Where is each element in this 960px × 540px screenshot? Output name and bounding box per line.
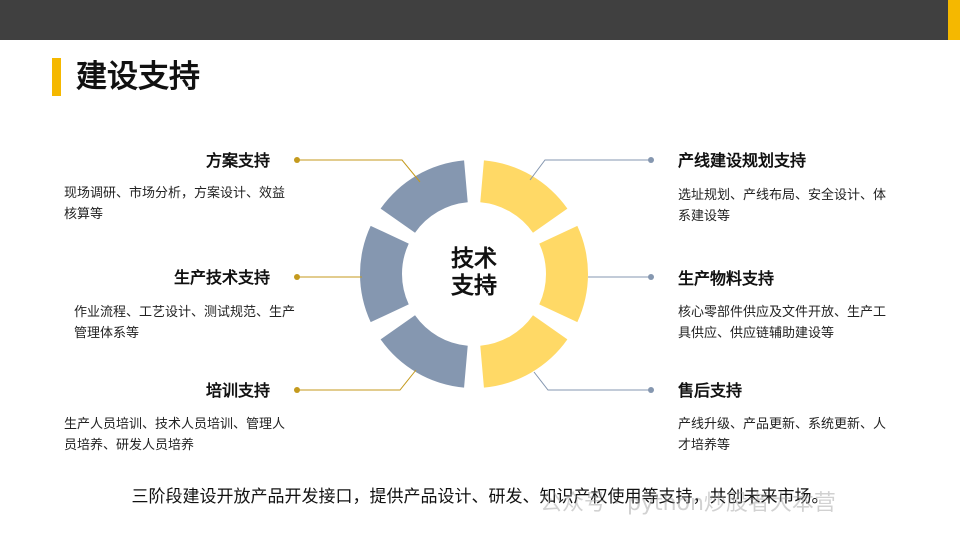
left-item-title-0: 方案支持 (205, 151, 270, 170)
ring-segment-left (360, 225, 409, 323)
watermark: 公众号 · python炒股者大本营 (540, 491, 836, 516)
connector-right-0-dot (648, 157, 654, 163)
footer-text: 三阶段建设开放产品开发接口，提供产品设计、研发、知识产权使用等支持，共创未来市场… (131, 487, 829, 507)
ring-segment-top-left (380, 160, 468, 233)
left-item-title-1: 生产技术支持 (173, 268, 270, 287)
connector-left-0 (297, 159, 421, 183)
ring-segment-bottom-right (480, 315, 568, 388)
right-item-desc-2: 产线升级、产品更新、系统更新、人才培养等 (678, 417, 887, 453)
right-item-title-1: 生产物料支持 (678, 269, 775, 288)
right-item-desc-1: 核心零部件供应及文件开放、生产工具供应、供应链辅助建设等 (678, 305, 887, 341)
top-bar-accent (948, 0, 960, 40)
center-label: 技术 支持 (424, 246, 524, 300)
left-item-title-2: 培训支持 (205, 381, 270, 400)
right-item-title-0: 产线建设规划支持 (678, 151, 807, 170)
left-item-desc-1: 作业流程、工艺设计、测试规范、生产管理体系等 (74, 305, 296, 341)
center-label-line2: 支持 (451, 273, 497, 299)
right-item-desc-0: 选址规划、产线布局、安全设计、体系建设等 (678, 188, 887, 224)
connector-left-0-dot (294, 157, 300, 163)
connector-left-2 (297, 369, 417, 391)
ring-segment-right (539, 225, 588, 323)
connector-right-2 (533, 371, 651, 391)
connector-left-1-dot (294, 274, 300, 280)
center-label-line1: 技术 (451, 246, 497, 272)
connector-left-2-dot (294, 387, 300, 393)
left-item-desc-2: 生产人员培训、技术人员培训、管理人员培养、研发人员培养 (64, 417, 286, 453)
page-title: 建设支持 (76, 59, 200, 95)
connector-right-2-dot (648, 387, 654, 393)
connector-right-0 (529, 159, 651, 181)
connector-right-1-dot (648, 274, 654, 280)
right-item-title-2: 售后支持 (678, 381, 743, 400)
ring-segment-top-right (480, 160, 568, 233)
top-bar (0, 0, 948, 40)
ring-segment-bottom-left (380, 315, 468, 388)
title-marker (52, 58, 61, 96)
left-item-desc-0: 现场调研、市场分析，方案设计、效益核算等 (64, 186, 286, 222)
